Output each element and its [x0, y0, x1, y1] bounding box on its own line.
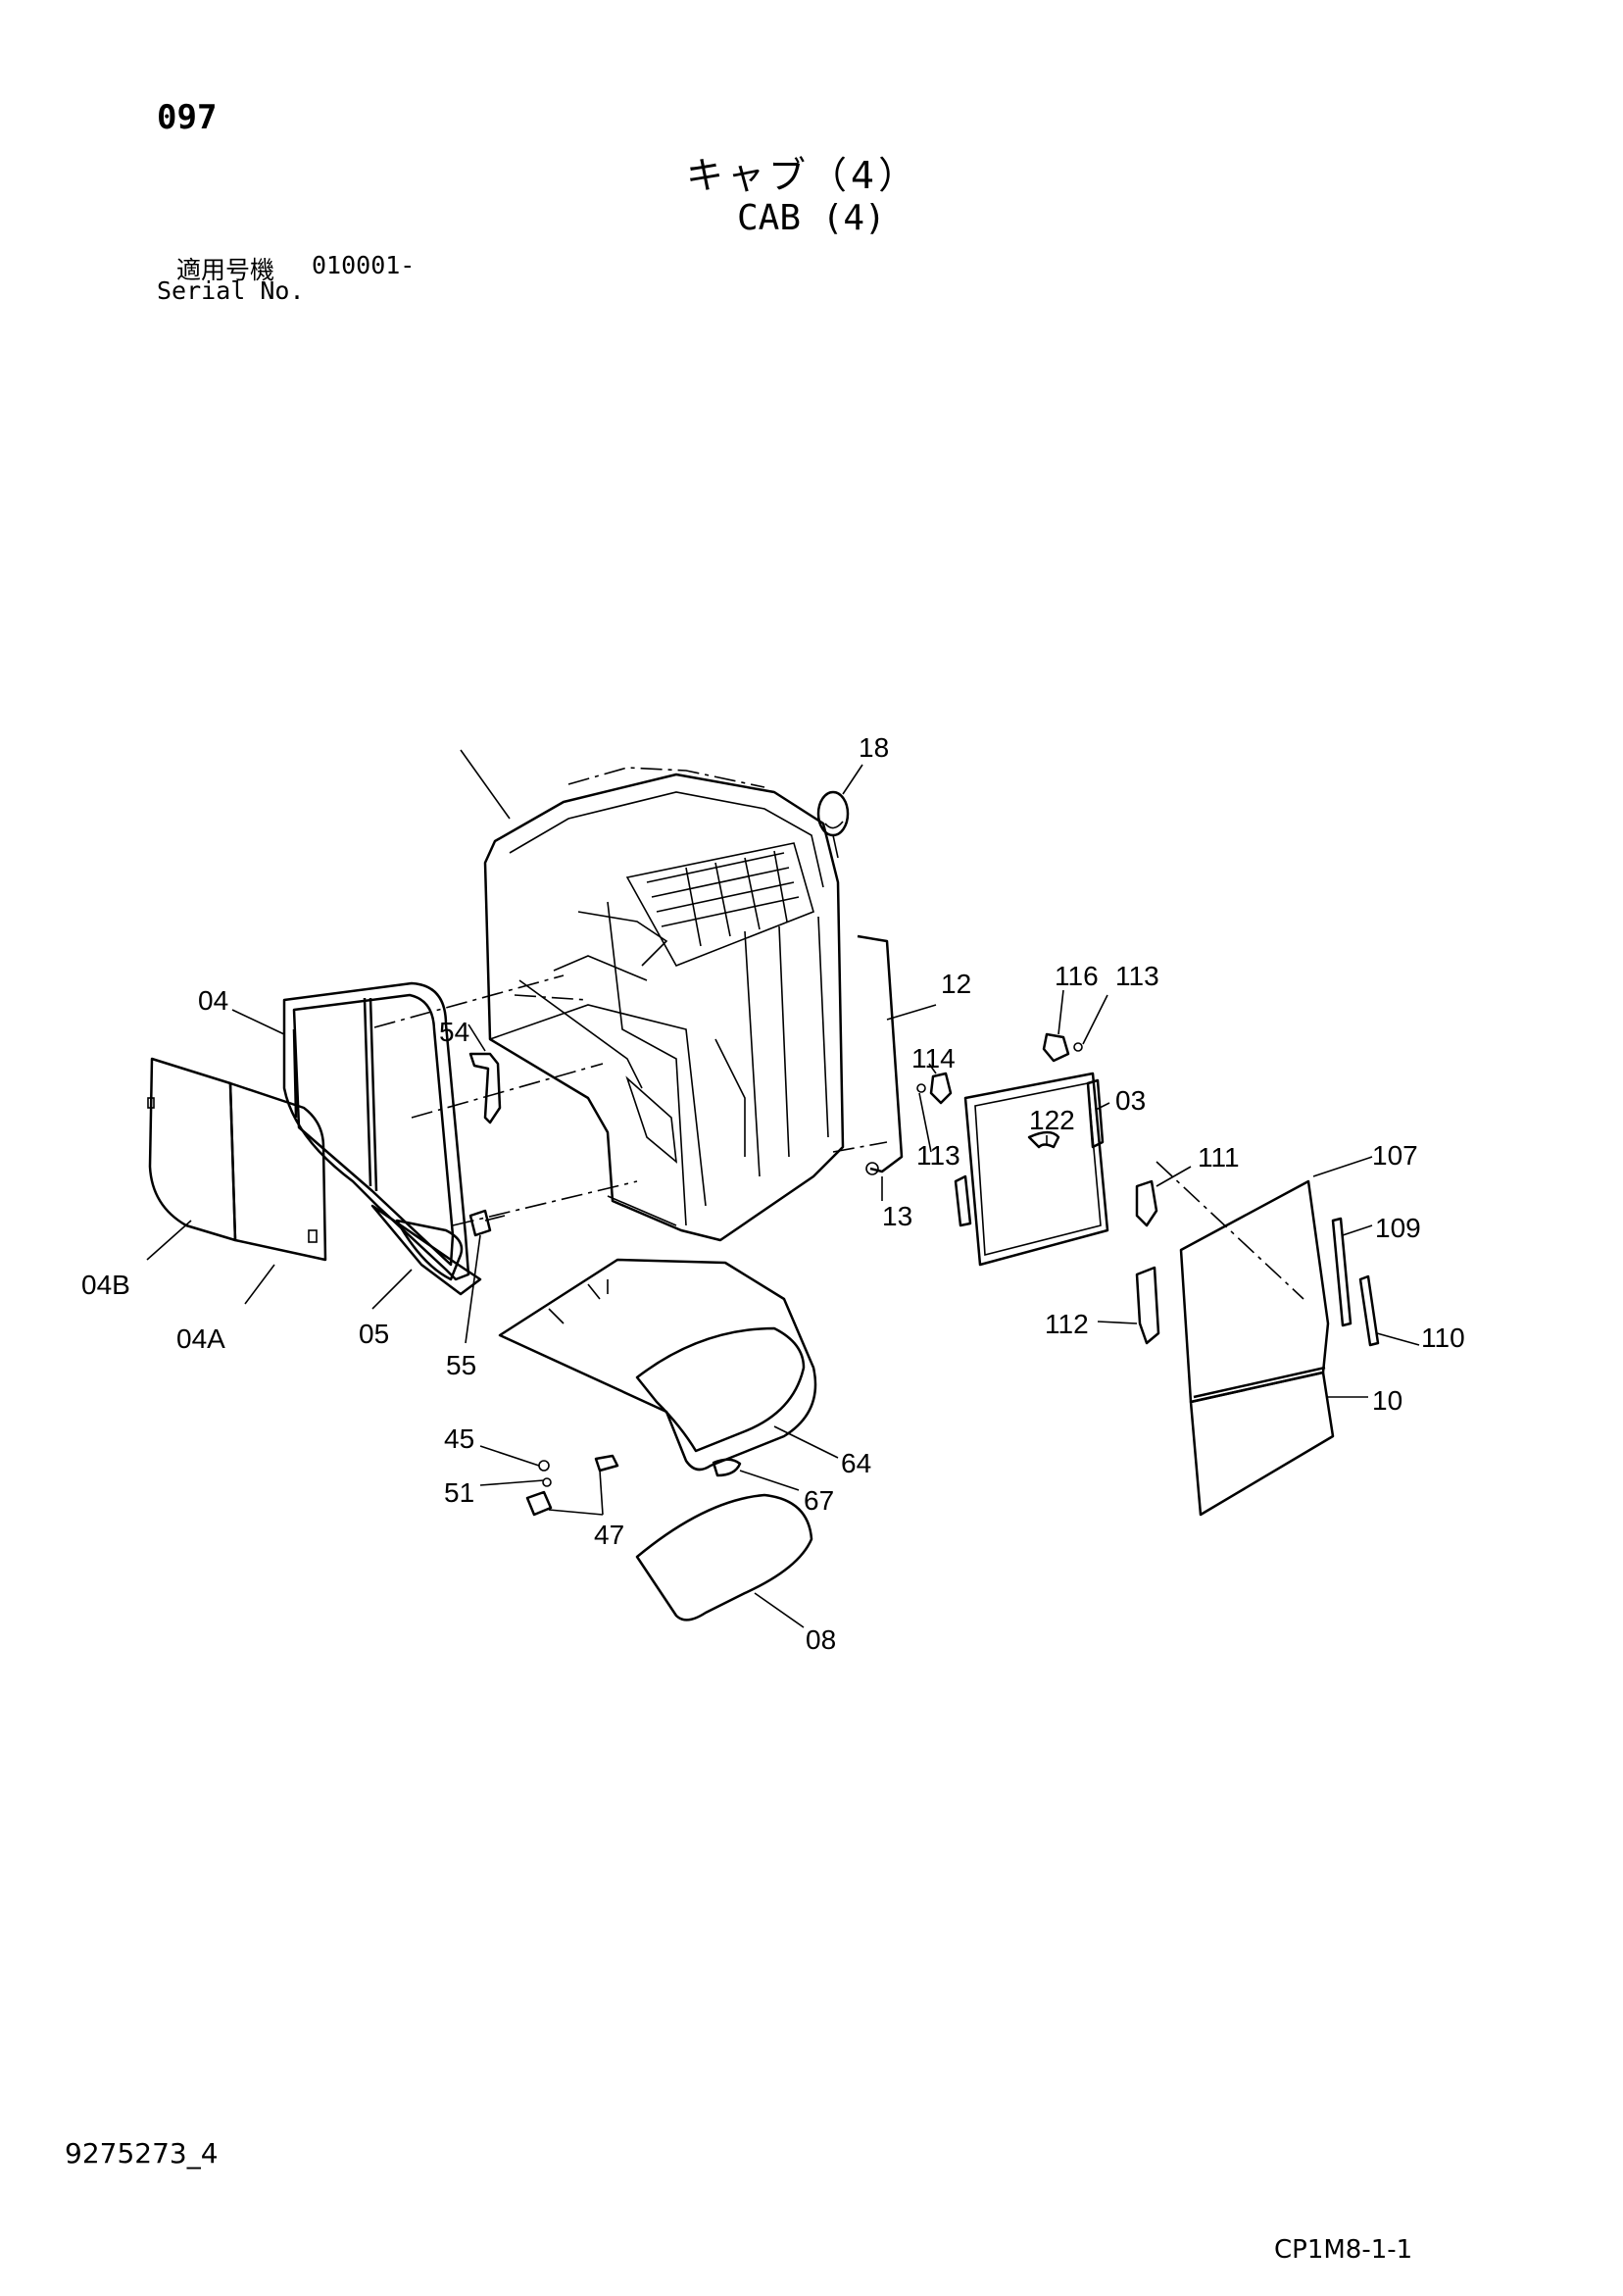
part-03-rear-window-frame [954, 1072, 1109, 1267]
cab-frame [460, 749, 845, 1242]
callout-109: 109 [1375, 1213, 1421, 1243]
part-04B-glass [147, 1057, 237, 1242]
part-55-hinge [468, 1209, 506, 1237]
part-47-clip-lower [525, 1490, 553, 1517]
callout-03: 03 [1115, 1085, 1146, 1116]
part-08-floor-mat [635, 1493, 813, 1622]
callout-labels: 18 12 116 113 114 03 122 111 113 13 107 … [81, 732, 1465, 1655]
part-114-latch [929, 1072, 953, 1105]
part-111-latch [1135, 1179, 1158, 1227]
part-107-upper-glass [1179, 1179, 1330, 1404]
callout-10: 10 [1372, 1385, 1402, 1416]
callout-04A: 04A [176, 1323, 225, 1354]
callout-112: 112 [1045, 1309, 1089, 1339]
page-title-english: CAB (4) [737, 198, 886, 238]
callout-64: 64 [841, 1448, 871, 1478]
part-10-lower-glass [1189, 1366, 1335, 1517]
part-05-corner-glass [370, 1204, 482, 1296]
part-67-grommet [712, 1458, 742, 1477]
callout-67: 67 [804, 1485, 834, 1516]
serial-range: 010001- [312, 251, 416, 279]
callout-05: 05 [359, 1319, 389, 1349]
serial-label-japanese: 適用号機 [176, 256, 275, 284]
callout-45: 45 [444, 1423, 474, 1454]
callout-116: 116 [1055, 961, 1099, 991]
part-64-floor-plate [498, 1258, 817, 1472]
callout-113-mid: 113 [916, 1140, 960, 1171]
callout-04B: 04B [81, 1270, 130, 1300]
part-51-washer [542, 1477, 552, 1487]
callout-18: 18 [859, 732, 889, 763]
callout-47: 47 [594, 1520, 624, 1550]
callout-54: 54 [439, 1017, 469, 1047]
callout-111: 111 [1198, 1142, 1240, 1173]
callout-04: 04 [198, 985, 228, 1016]
part-122-handle [1027, 1130, 1060, 1149]
callout-122: 122 [1029, 1105, 1075, 1135]
part-109-seal [1331, 1217, 1352, 1327]
part-47-clip-upper [594, 1454, 619, 1472]
part-18-mirror [816, 790, 850, 859]
page-title-japanese: キャブ（4） [686, 154, 920, 197]
part-04A-glass [228, 1081, 327, 1262]
callout-110: 110 [1421, 1323, 1465, 1353]
part-12-rod [857, 934, 904, 1173]
part-13-bolt [865, 1162, 879, 1175]
callout-114: 114 [911, 1043, 956, 1073]
part-45-nut [538, 1460, 550, 1472]
callout-13: 13 [882, 1201, 912, 1231]
part-112-striker [1135, 1266, 1160, 1345]
leader-lines [146, 764, 1420, 1628]
part-54-handle [468, 1052, 502, 1124]
callout-113-top: 113 [1115, 961, 1159, 991]
page-number: 097 [157, 98, 218, 137]
callout-08: 08 [806, 1624, 836, 1655]
serial-label-english: Serial No. [157, 276, 305, 305]
alignment-lines [373, 767, 1304, 1300]
part-110-rail [1358, 1274, 1380, 1347]
callout-51: 51 [444, 1477, 474, 1508]
callout-55: 55 [446, 1350, 476, 1380]
callout-107: 107 [1372, 1140, 1418, 1171]
part-04-front-window-frame [282, 981, 470, 1281]
part-116-bracket [1042, 1032, 1070, 1063]
drawing-number: 9275273_4 [65, 2137, 219, 2170]
sheet-code: CP1M8-1-1 [1274, 2235, 1413, 2265]
callout-12: 12 [941, 969, 971, 999]
